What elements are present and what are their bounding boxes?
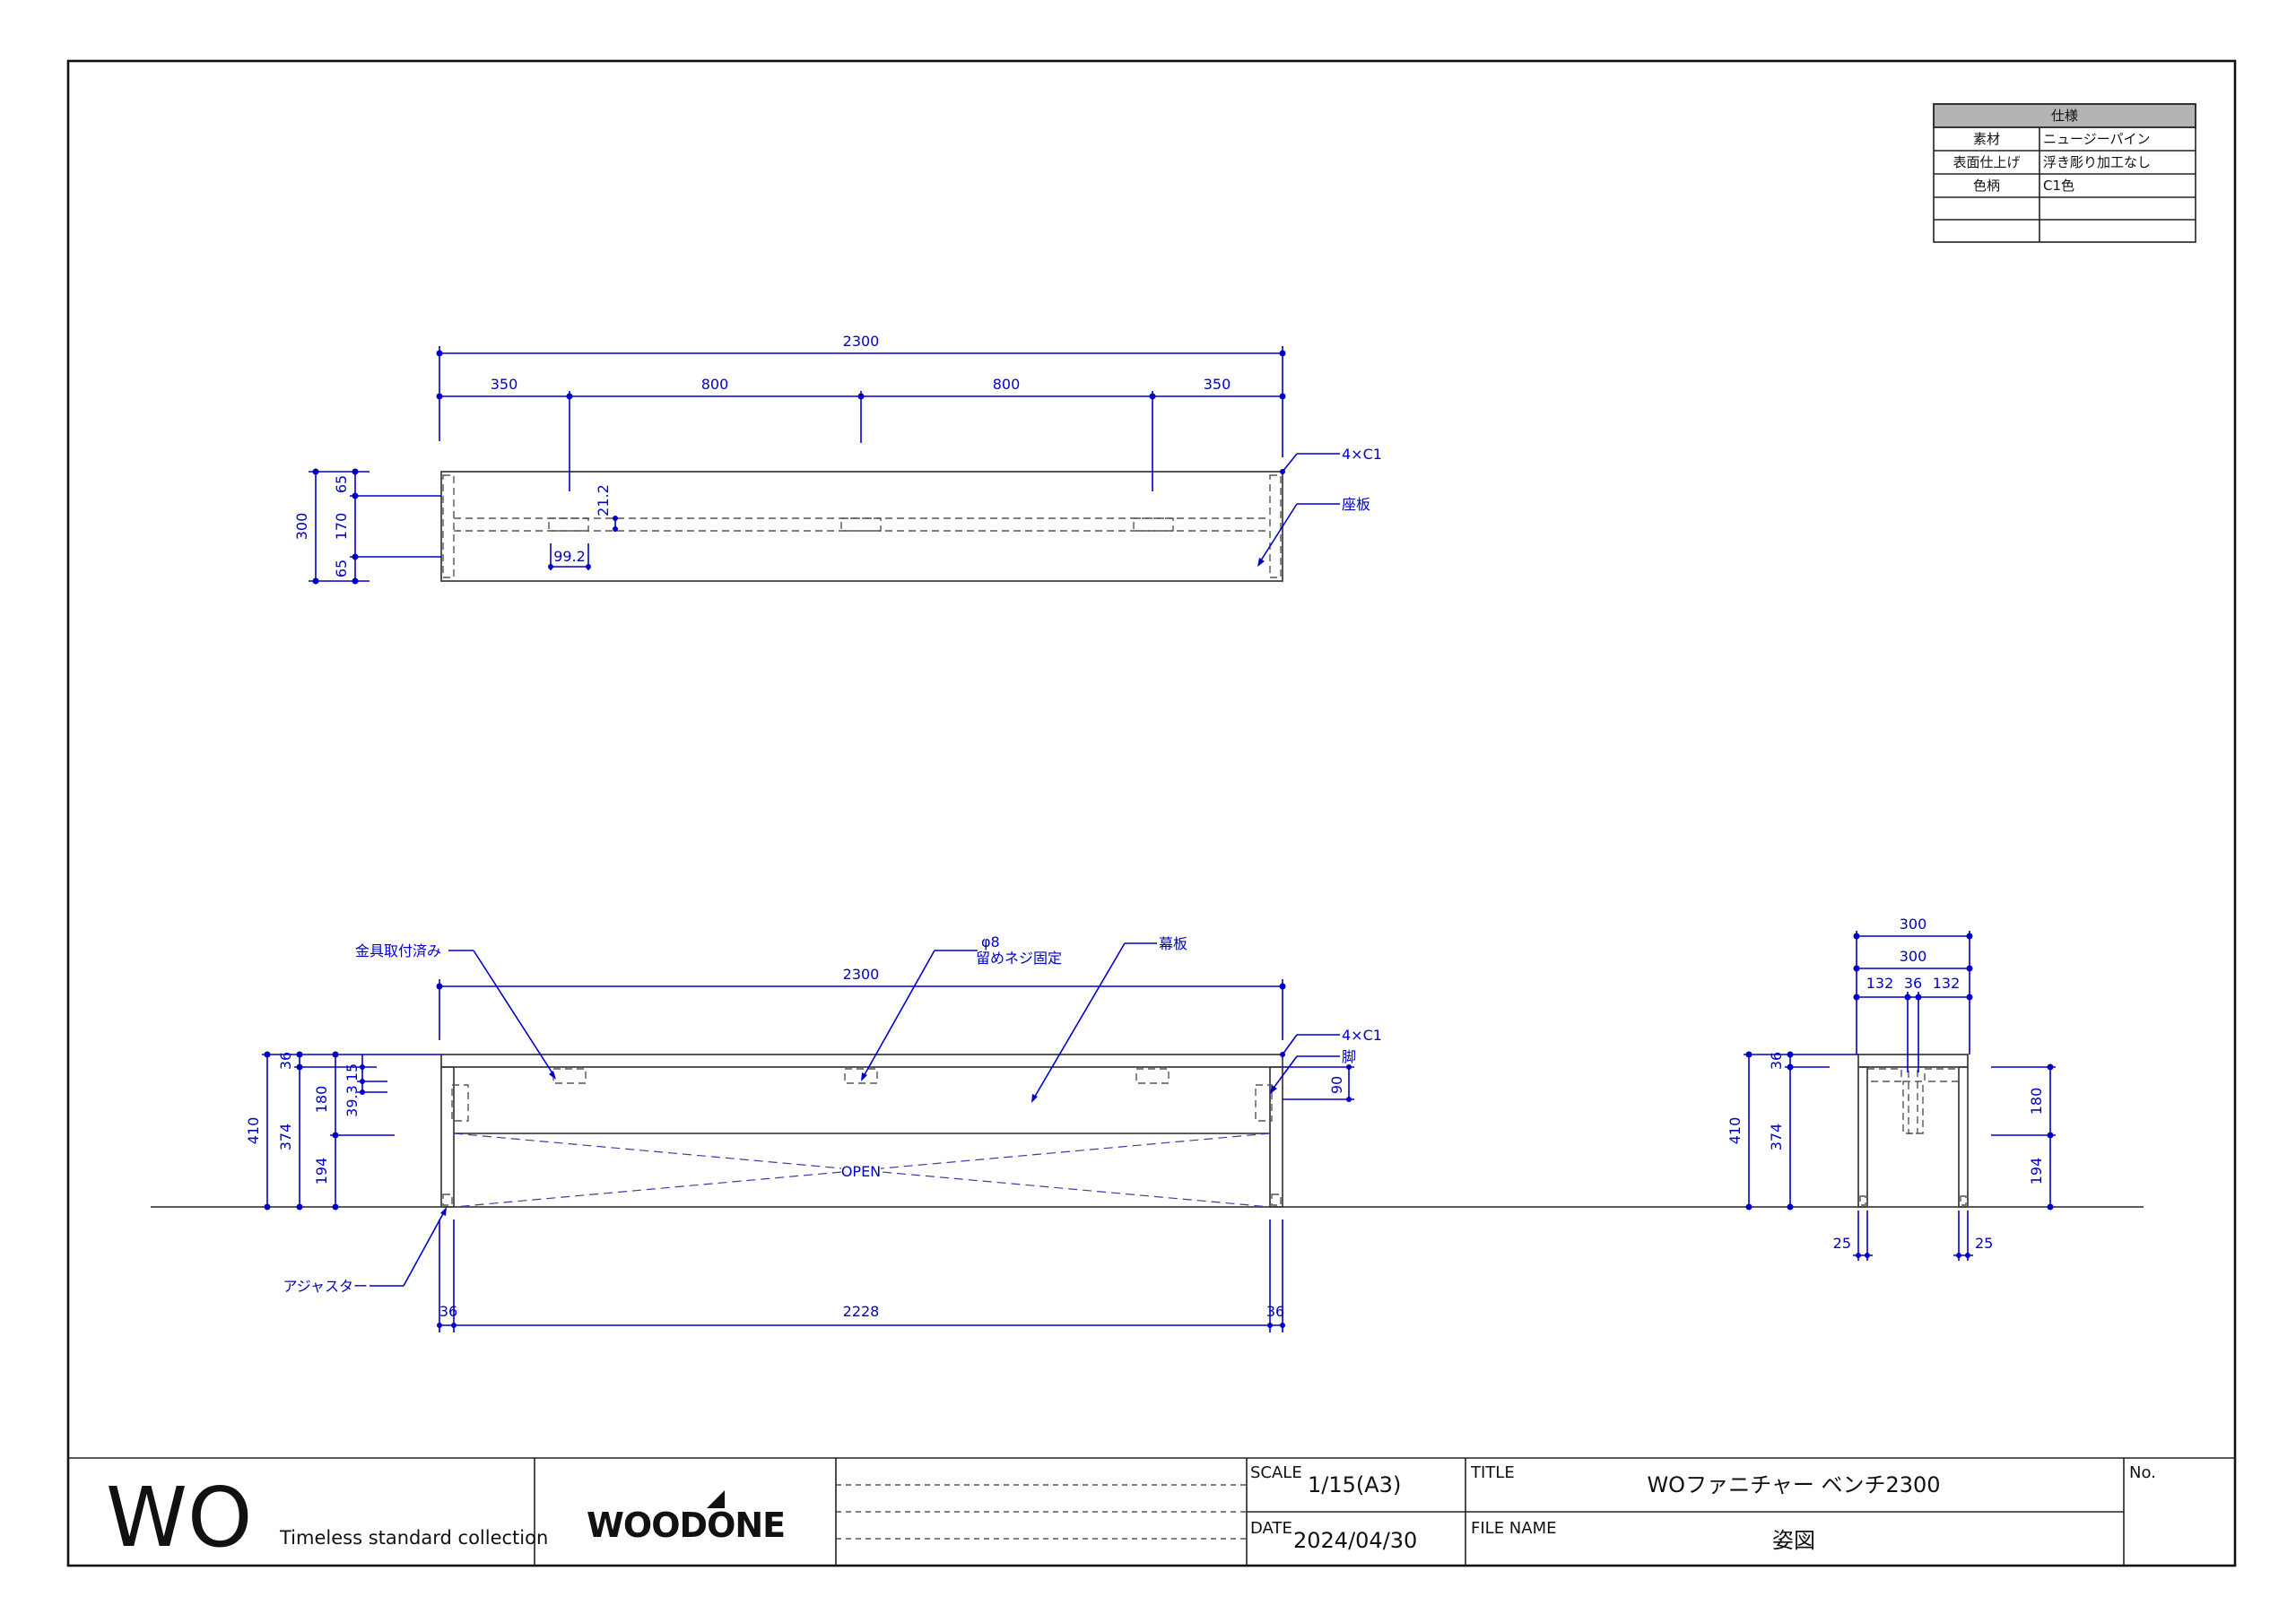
front-leg-label: 脚 bbox=[1342, 1048, 1356, 1065]
file-name-label: FILE NAME bbox=[1471, 1519, 1556, 1538]
front-dim-bottom-right: 36 bbox=[1266, 1303, 1284, 1320]
title-block: WO Timeless standard collection WOODONE … bbox=[68, 1457, 2235, 1566]
spec-table-header: 仕様 bbox=[2051, 108, 2078, 124]
drawing-frame bbox=[66, 59, 2237, 1567]
title-label: TITLE bbox=[1470, 1463, 1515, 1482]
side-dim-foot-right: 25 bbox=[1975, 1235, 1993, 1252]
front-dim-h-39: 39.3 bbox=[344, 1085, 361, 1117]
front-screw-label-2: 留めネジ固定 bbox=[976, 950, 1062, 967]
woodone-logo: WOODONE bbox=[587, 1506, 785, 1545]
top-chamfer-label: 4×C1 bbox=[1342, 446, 1382, 463]
side-dim-h-194: 194 bbox=[2028, 1158, 2045, 1185]
front-seat bbox=[440, 1054, 1283, 1068]
spec-row-1-value: ニュージーパイン bbox=[2043, 131, 2151, 147]
top-dim-depth: 300 bbox=[293, 513, 310, 541]
top-dim-part-1: 65 bbox=[333, 475, 350, 493]
spec-row-1-label: 素材 bbox=[1973, 131, 2000, 147]
side-dim-h-180: 180 bbox=[2028, 1088, 2045, 1115]
front-dim-h-374: 374 bbox=[277, 1124, 294, 1151]
spec-row-2-label: 表面仕上げ bbox=[1952, 154, 2020, 170]
side-dim-w-right: 132 bbox=[1933, 975, 1961, 992]
side-dim-h-36: 36 bbox=[1768, 1052, 1785, 1070]
woodone-logo-mark-icon bbox=[707, 1490, 725, 1508]
side-dim-w-mid: 36 bbox=[1904, 975, 1922, 992]
front-dim-bottom-mid: 2228 bbox=[843, 1303, 880, 1320]
side-dim-w-inner: 300 bbox=[1900, 948, 1927, 965]
front-leg-right bbox=[1269, 1066, 1283, 1208]
front-dim-h-194: 194 bbox=[313, 1158, 330, 1185]
brand-wo: WO bbox=[106, 1470, 252, 1566]
spec-table: 仕様 素材 ニュージーパイン 表面仕上げ 浮き彫り加工なし 色柄 C1色 bbox=[1933, 103, 2196, 243]
top-dim-small-v: 21.2 bbox=[595, 484, 612, 516]
front-open-label: OPEN bbox=[841, 1163, 881, 1180]
side-dim-foot-left: 25 bbox=[1833, 1235, 1851, 1252]
side-leg-right bbox=[1958, 1066, 1969, 1208]
spec-row-3-label: 色柄 bbox=[1973, 178, 2000, 194]
front-dim-h-90: 90 bbox=[1328, 1076, 1345, 1094]
front-dim-overall: 2300 bbox=[843, 966, 880, 983]
side-seat bbox=[1857, 1054, 1969, 1068]
side-dim-w-left: 132 bbox=[1866, 975, 1894, 992]
front-dim-bottom-left: 36 bbox=[439, 1303, 457, 1320]
side-dim-h-total: 410 bbox=[1726, 1117, 1744, 1145]
top-dim-small-h: 99.2 bbox=[553, 548, 586, 565]
date-label: DATE bbox=[1250, 1519, 1292, 1538]
scale-value: 1/15(A3) bbox=[1308, 1472, 1401, 1497]
front-fitting-label: 金具取付済み bbox=[355, 942, 441, 959]
spec-row-2-value: 浮き彫り加工なし bbox=[2043, 154, 2151, 170]
top-dim-part-3: 65 bbox=[333, 560, 350, 577]
front-apron-label: 幕板 bbox=[1159, 935, 1187, 952]
top-dim-seg-1: 350 bbox=[491, 376, 518, 393]
file-name-value: 姿図 bbox=[1772, 1528, 1815, 1553]
side-dim-h-374: 374 bbox=[1768, 1124, 1785, 1151]
top-seat-label: 座板 bbox=[1342, 496, 1370, 513]
top-view: 2300 350 800 800 350 300 65 170 65 21.2 bbox=[293, 333, 1382, 585]
front-adjuster-label: アジャスター bbox=[283, 1278, 368, 1295]
front-dim-h-15: 15 bbox=[344, 1063, 361, 1081]
number-label: No. bbox=[2129, 1463, 2156, 1482]
top-dim-part-2: 170 bbox=[333, 513, 350, 541]
top-dim-overall: 2300 bbox=[843, 333, 880, 350]
side-leg-left bbox=[1857, 1066, 1868, 1208]
front-dim-h-total: 410 bbox=[245, 1117, 262, 1145]
scale-label: SCALE bbox=[1250, 1463, 1302, 1482]
front-view: OPEN 2300 410 36 374 180 194 15 bbox=[151, 933, 2144, 1332]
front-screw-label-1: φ8 bbox=[981, 933, 1000, 950]
side-view: 300 300 132 36 132 410 36 374 180 194 bbox=[1726, 916, 2056, 1261]
spec-row-3-value: C1色 bbox=[2043, 178, 2074, 194]
front-chamfer-label: 4×C1 bbox=[1342, 1027, 1382, 1044]
title-value: WOファニチャー ベンチ2300 bbox=[1647, 1472, 1940, 1497]
front-dim-h-36: 36 bbox=[277, 1052, 294, 1070]
top-dim-seg-3: 800 bbox=[993, 376, 1021, 393]
front-dim-h-180: 180 bbox=[313, 1086, 330, 1114]
side-dim-w-outer: 300 bbox=[1900, 916, 1927, 933]
top-dim-seg-4: 350 bbox=[1204, 376, 1231, 393]
date-value: 2024/04/30 bbox=[1293, 1528, 1417, 1553]
front-leg-left bbox=[440, 1066, 455, 1208]
brand-tagline: Timeless standard collection bbox=[279, 1527, 548, 1549]
top-dim-seg-2: 800 bbox=[701, 376, 729, 393]
